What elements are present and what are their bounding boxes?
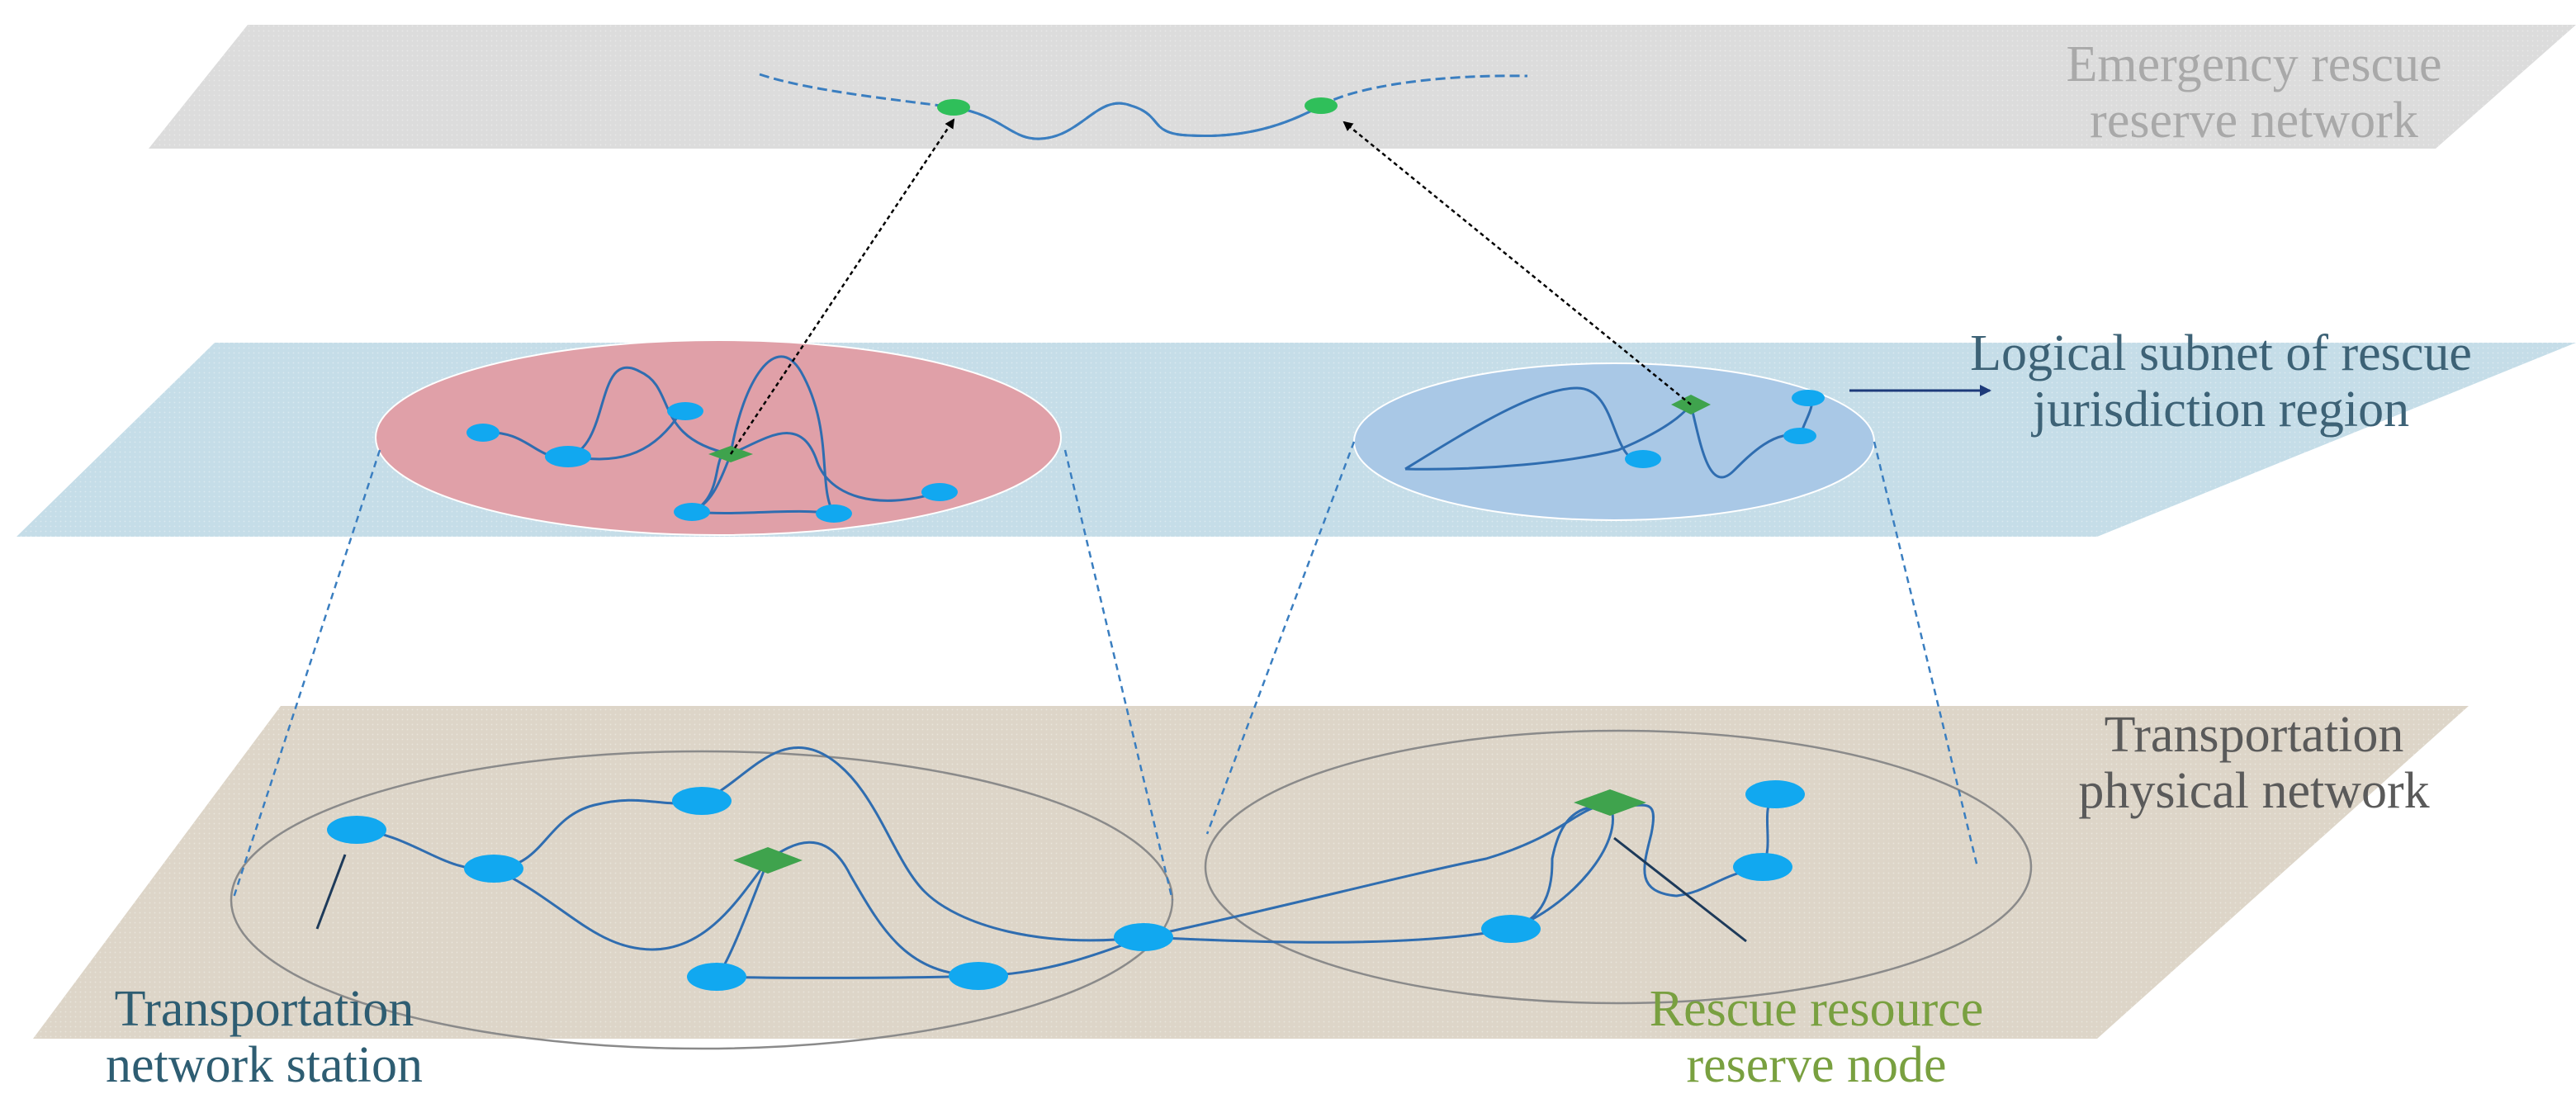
rescue-node-bottom-right <box>1574 789 1646 816</box>
station-mid-9 <box>1783 428 1816 444</box>
station-bottom-2 <box>464 855 523 883</box>
top-layer <box>149 25 2576 149</box>
physical-network-label-line2: physical network <box>2078 763 2430 819</box>
station-mid-5 <box>816 504 852 523</box>
station-mid-4 <box>674 503 710 521</box>
rescue-node-legend-line1: Rescue resource <box>1649 981 1984 1037</box>
rescue-node-legend-line2: reserve node <box>1686 1037 1947 1093</box>
station-legend-line2: network station <box>106 1037 423 1093</box>
station-mid-6 <box>921 483 958 501</box>
station-bottom-4 <box>687 963 746 991</box>
logical-subnet-label-line2: jurisdiction region <box>2032 381 2410 438</box>
physical-network-label-line1: Transportation <box>2104 707 2404 763</box>
station-bottom-5 <box>949 962 1008 990</box>
arrow-left-up <box>729 118 955 455</box>
station-legend-label: Transportation network station <box>33 981 495 1093</box>
station-pointer-line <box>315 854 347 930</box>
aggregation-arrows <box>729 118 1692 455</box>
top-plane-texture <box>149 25 2576 149</box>
station-mid-1 <box>466 424 500 442</box>
bottom-plane-texture <box>33 706 2469 1039</box>
rescue-pointer-line <box>1613 836 1747 943</box>
station-mid-7 <box>1625 450 1661 468</box>
station-legend-line1: Transportation <box>114 981 414 1037</box>
right-region-outline <box>1204 729 2033 1005</box>
reserve-node-top-1 <box>937 99 970 116</box>
arrow-right-up <box>1342 121 1692 405</box>
middle-layer <box>17 339 2576 537</box>
station-bottom-3 <box>672 787 732 815</box>
rescue-node-bottom-left <box>733 847 803 874</box>
station-mid-2 <box>545 446 591 467</box>
station-bottom-9 <box>1733 853 1792 881</box>
rescue-node-legend-label: Rescue resource reserve node <box>1552 981 2081 1093</box>
projection-lines <box>231 441 1979 901</box>
emergency-network-label: Emergency rescue reserve network <box>1982 36 2526 149</box>
bottom-layer <box>33 706 2469 1050</box>
left-jurisdiction-region <box>375 339 1062 536</box>
emergency-network-label-line2: reserve network <box>2090 92 2418 149</box>
station-mid-8 <box>1792 390 1825 406</box>
station-bottom-8 <box>1745 780 1805 808</box>
physical-network-label: Transportation physical network <box>1965 707 2543 819</box>
logical-subnet-label-line1: Logical subnet of rescue <box>1970 325 2472 381</box>
station-bottom-7 <box>1481 915 1541 943</box>
logical-subnet-label: Logical subnet of rescue jurisdiction re… <box>1866 325 2576 438</box>
reserve-network-solid <box>953 102 1322 140</box>
reserve-node-top-2 <box>1305 97 1338 114</box>
station-bottom-1 <box>327 816 386 844</box>
station-bottom-6 <box>1114 923 1173 951</box>
station-mid-3 <box>667 402 703 420</box>
emergency-network-label-line1: Emergency rescue <box>2066 36 2442 92</box>
